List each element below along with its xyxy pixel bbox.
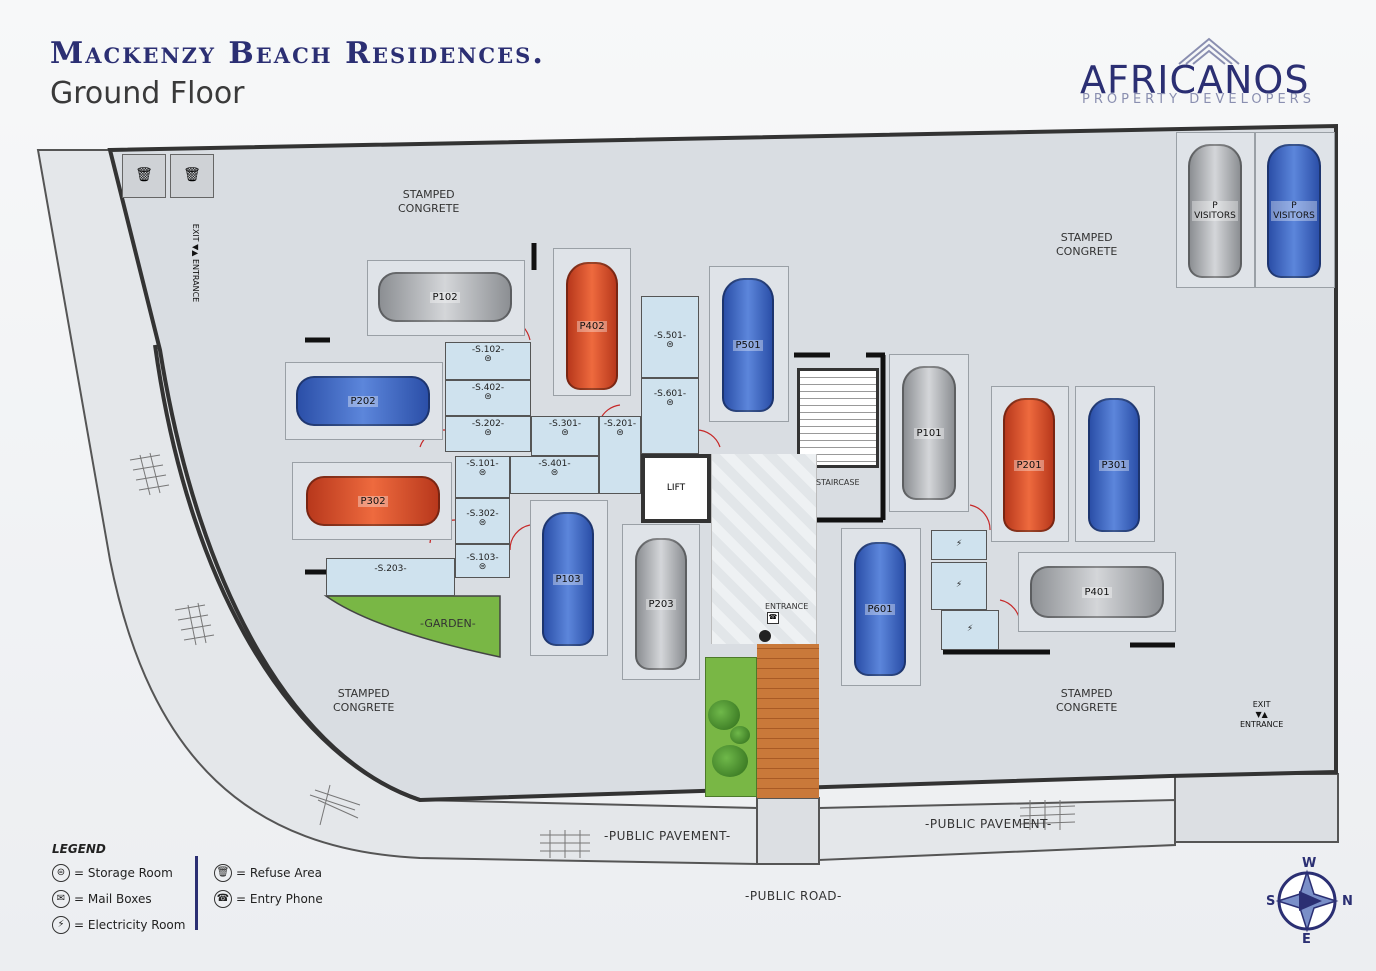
legend: LEGEND ⊜= Storage Room ✉= Mail Boxes ⚡= … [52, 842, 352, 942]
car-p202: P202 [296, 376, 430, 426]
storage-room-s201: -S.201-⊜ [599, 416, 641, 494]
car-visitors: P VISITORS [1267, 144, 1321, 278]
car-visitors: P VISITORS [1188, 144, 1242, 278]
mail-icon: ✉ [52, 890, 70, 908]
car-p501: P501 [722, 278, 774, 412]
legend-title: LEGEND [52, 842, 106, 856]
car-p402: P402 [566, 262, 618, 390]
logo-tagline: PROPERTY DEVELOPERS [1082, 92, 1315, 107]
phone-icon: ☎ [767, 612, 779, 624]
legend-refuse-area: 🗑= Refuse Area [214, 864, 322, 882]
storage-room-s501: -S.501-⊜ [641, 296, 699, 378]
electricity-room: ⚡ [931, 562, 987, 610]
compass-n: N [1342, 894, 1353, 909]
legend-divider [195, 856, 198, 930]
storage-room-s301: -S.301-⊜ [531, 416, 599, 456]
compass-s: S [1266, 894, 1276, 909]
roof-logo-icon [1178, 37, 1240, 65]
car-p601: P601 [854, 542, 906, 676]
storage-room-s302: -S.302-⊜ [455, 498, 510, 544]
legend-entry-phone: ☎= Entry Phone [214, 890, 323, 908]
compass: W S N E [1262, 856, 1353, 947]
entrance-label: ENTRANCE [765, 602, 809, 611]
stamped-concrete-label: STAMPED CONGRETE [333, 687, 395, 714]
car-p103: P103 [542, 512, 594, 646]
shrub [708, 700, 740, 730]
compass-w: W [1302, 856, 1317, 871]
public-pavement-label: -PUBLIC PAVEMENT- [604, 829, 731, 843]
storage-icon: ⊜ [52, 864, 70, 882]
staircase [797, 368, 879, 468]
car-p101: P101 [902, 366, 956, 500]
storage-room-s401: -S.401-⊜ [510, 456, 599, 494]
stamped-concrete-label: STAMPED CONGRETE [398, 188, 460, 215]
logo-name: AFRICANOS [1080, 58, 1310, 102]
public-road-label: -PUBLIC ROAD- [745, 889, 842, 903]
electricity-room: ⚡ [931, 530, 987, 560]
compass-e: E [1302, 932, 1311, 947]
entrance-exit-sign: EXIT ▼▲ ENTRANCE [1240, 700, 1284, 729]
electricity-room: ⚡ [941, 610, 999, 650]
car-p203: P203 [635, 538, 687, 670]
lightning-icon: ⚡ [52, 916, 70, 934]
storage-room-s601: -S.601-⊜ [641, 378, 699, 454]
shrub [712, 745, 748, 777]
car-p201: P201 [1003, 398, 1055, 532]
floor-subtitle: Ground Floor [50, 76, 245, 111]
car-p301: P301 [1088, 398, 1140, 532]
car-p102: P102 [378, 272, 512, 322]
public-pavement-label: -PUBLIC PAVEMENT- [925, 817, 1052, 831]
stamped-concrete-label: STAMPED CONGRETE [1056, 687, 1118, 714]
lift: LIFT [641, 454, 711, 523]
shrub [730, 726, 750, 744]
garden-label: -GARDEN- [420, 617, 476, 630]
storage-room-s402: -S.402-⊜ [445, 380, 531, 416]
bin-icon: 🗑 [214, 864, 232, 882]
legend-storage-room: ⊜= Storage Room [52, 864, 173, 882]
storage-room-s102: -S.102-⊜ [445, 342, 531, 380]
page-title: Mackenzy Beach Residences. [50, 36, 545, 71]
stamped-concrete-label: STAMPED CONGRETE [1056, 231, 1118, 258]
entrance-exit-sign: EXIT ▼▲ ENTRANCE [191, 223, 201, 303]
lobby-floor [711, 454, 817, 644]
phone-icon: ☎ [214, 890, 232, 908]
legend-mail-boxes: ✉= Mail Boxes [52, 890, 152, 908]
legend-electricity-room: ⚡= Electricity Room [52, 916, 185, 934]
storage-room-s202: -S.202-⊜ [445, 416, 531, 452]
staircase-label: STAIRCASE [816, 478, 860, 487]
storage-room-s203: -S.203- [326, 558, 455, 596]
car-p401: P401 [1030, 566, 1164, 618]
bin-icon: 🗑 [122, 154, 166, 198]
car-p302: P302 [306, 476, 440, 526]
storage-room-s101: -S.101-⊜ [455, 456, 510, 498]
bin-icon: 🗑 [170, 154, 214, 198]
company-logo: AFRICANOS PROPERTY DEVELOPERS [1078, 34, 1338, 114]
mail-icon [759, 630, 771, 642]
entrance-path [757, 644, 819, 798]
storage-room-s103: -S.103-⊜ [455, 544, 510, 578]
